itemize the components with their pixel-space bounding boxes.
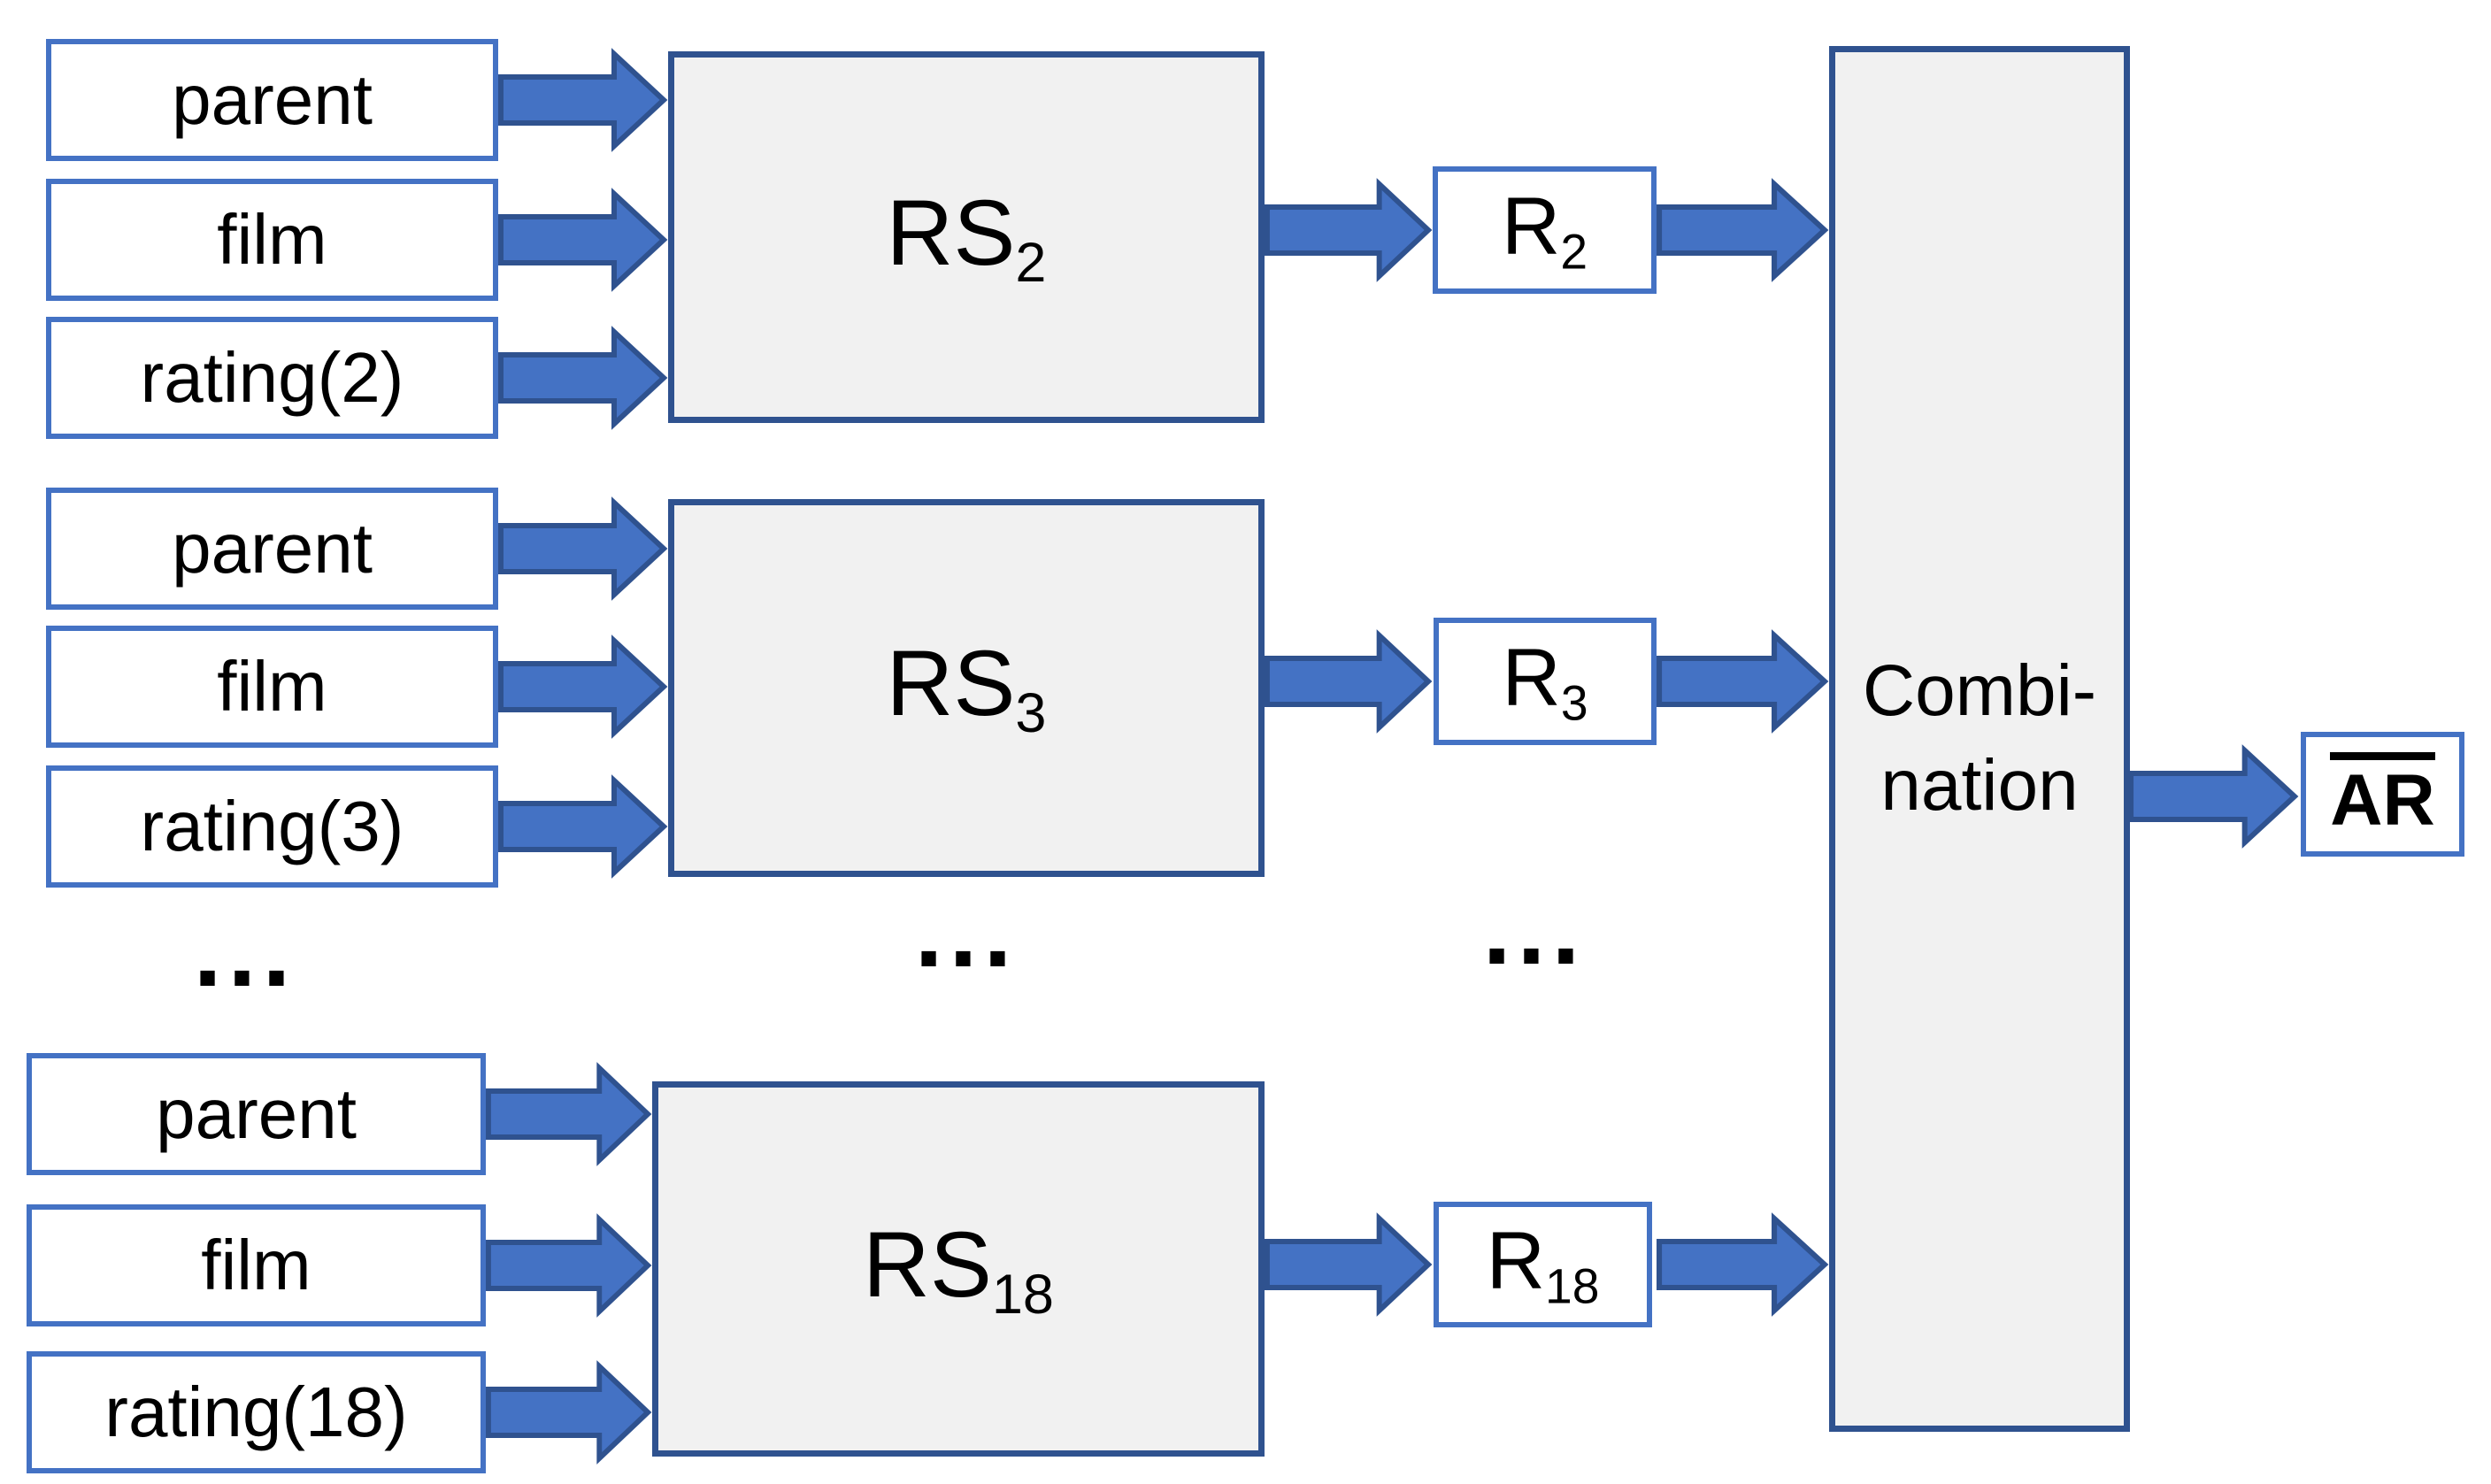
input-box-rating18: rating(18) [27,1351,486,1473]
input-label: film [201,1226,311,1304]
combination-label-line1: Combi- [1862,650,2097,732]
r3-label: R3 [1502,632,1588,731]
input-box-film-rs3: film [46,626,498,748]
arrow-r3-to-combination [1657,629,1829,734]
input-label: parent [156,1074,357,1153]
rs3-box: RS3 [668,499,1265,877]
ellipsis-rs: ... [914,875,1019,988]
combination-label-line2: nation [1880,745,2079,826]
rs2-label: RS2 [886,181,1047,294]
arrow-r2-to-combination [1657,178,1829,282]
input-box-rating2: rating(2) [46,317,498,439]
input-box-rating3: rating(3) [46,765,498,888]
arrow-rs2-to-r2 [1265,178,1433,282]
ar-box: AR [2301,732,2464,857]
arrow-rating3-to-rs3 [498,774,668,879]
r18-label: R18 [1486,1215,1600,1314]
input-box-parent-rs18: parent [27,1053,486,1175]
arrow-rs3-to-r3 [1265,629,1433,734]
arrow-film-to-rs18 [486,1213,652,1318]
input-label: parent [172,60,373,139]
input-box-parent-rs3: parent [46,488,498,610]
ellipsis-r: ... [1482,873,1587,986]
r2-box: R2 [1433,166,1657,294]
arrow-combination-to-ar [2128,744,2299,849]
arrow-film-to-rs2 [498,188,668,292]
input-label: rating(2) [140,338,404,417]
input-label: film [217,647,327,726]
input-box-film-rs2: film [46,179,498,301]
input-label: rating(18) [104,1373,408,1451]
input-label: rating(3) [140,787,404,865]
rs18-box: RS18 [652,1081,1265,1457]
r2-label: R2 [1501,181,1588,280]
r3-box: R3 [1434,618,1657,745]
rs2-box: RS2 [668,51,1265,423]
rs3-label: RS3 [886,632,1047,744]
arrow-film-to-rs3 [498,634,668,739]
input-box-film-rs18: film [27,1204,486,1326]
combination-box: Combi- nation [1829,46,2130,1432]
arrow-rs18-to-r18 [1265,1212,1433,1317]
arrow-parent-to-rs2 [498,48,668,152]
arrow-r18-to-combination [1657,1212,1829,1317]
rs18-label: RS18 [863,1212,1054,1326]
arrow-parent-to-rs18 [486,1062,652,1166]
ellipsis-inputs: ... [193,895,297,1008]
arrow-parent-to-rs3 [498,496,668,601]
input-label: parent [172,509,373,588]
r18-box: R18 [1434,1202,1652,1327]
arrow-rating18-to-rs18 [486,1360,652,1465]
input-box-parent-rs2: parent [46,39,498,161]
input-label: film [217,200,327,279]
ar-label: AR [2330,751,2435,837]
arrow-rating2-to-rs2 [498,326,668,430]
